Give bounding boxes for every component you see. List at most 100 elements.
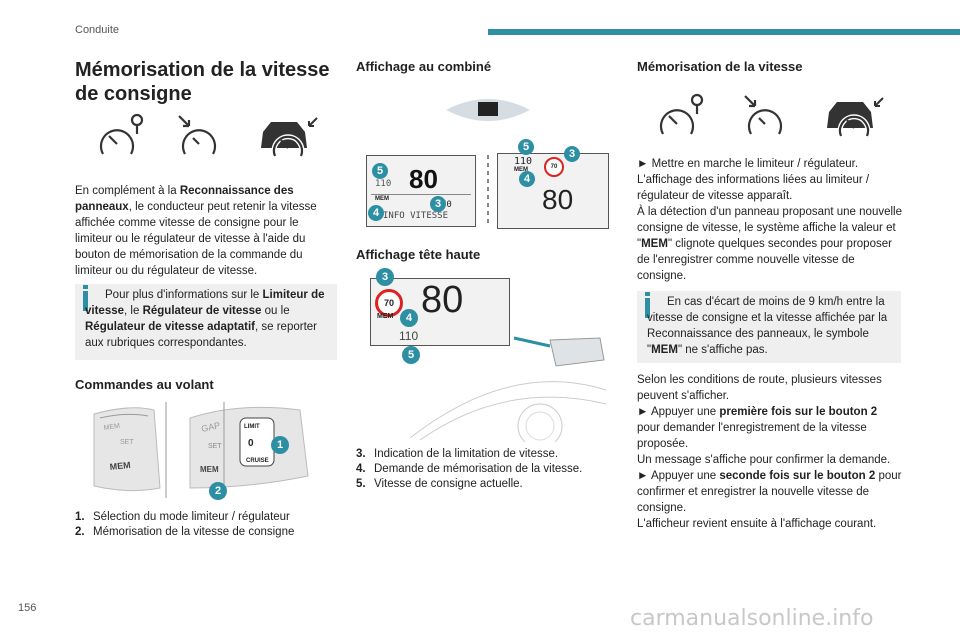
speedometer-tap-icon — [744, 95, 783, 135]
text-run: ► Mettre en marche le limiteur / régulat… — [637, 158, 859, 170]
info-text: Pour plus d'informations sur le Limiteur… — [85, 287, 331, 351]
hud-limit-sign: 70 — [375, 289, 403, 317]
info-icon-dot — [83, 285, 88, 289]
legend-num: 1. — [75, 511, 85, 523]
text-run: ou le — [261, 305, 290, 317]
text-run: En complément à la — [75, 185, 180, 197]
badge-4a: 4 — [368, 205, 384, 221]
legend-item-3: 3. Indication de la limitation de vitesse… — [356, 446, 558, 462]
cluster-left-small-speed: 110 — [375, 179, 392, 189]
text-run: " clignote quelques secondes pour propos… — [637, 238, 892, 282]
text-run: pour demander l'enregistrement de la vit… — [637, 422, 867, 450]
cluster-right-big-speed: 80 — [542, 184, 574, 215]
bold-text-run: Limiteur de vitesse — [85, 289, 325, 317]
text-run: " ne s'affiche pas. — [677, 344, 768, 356]
stalk-mem-faded: MEM — [103, 423, 120, 432]
stalk-mem-right: MEM — [200, 465, 219, 474]
memorisation-title: Mémorisation de la vitesse — [637, 59, 803, 74]
section-title: Mémorisation de la vitesse de consigne — [75, 59, 330, 105]
legend-text: Vitesse de consigne actuelle. — [374, 478, 523, 490]
legend-num: 5. — [356, 478, 366, 490]
info-text-2: En cas d'écart de moins de 9 km/h entre … — [647, 294, 895, 358]
text-run: ► Appuyer une — [637, 406, 720, 418]
text-run: En cas d'écart de moins de 9 km/h entre … — [647, 296, 888, 356]
cluster-separator — [487, 155, 489, 225]
windshield-illustration — [410, 336, 606, 442]
watermark-text: carmanualsonline.info — [630, 606, 874, 631]
legend-item-4: 4. Demande de mémorisation de la vitesse. — [356, 461, 582, 477]
cluster-divider — [371, 194, 471, 195]
speedometer-pin-icon — [659, 93, 704, 135]
legend-num: 2. — [75, 526, 85, 538]
hud-title: Affichage tête haute — [356, 247, 481, 262]
bold-text-run: MEM — [641, 238, 668, 250]
hud-mem: MEM — [377, 313, 394, 320]
legend-text: Mémorisation de la vitesse de consigne — [93, 526, 295, 538]
header-accent-bar — [488, 29, 960, 35]
bold-text-run: Régulateur de vitesse — [142, 305, 262, 317]
text-run: Selon les conditions de route, plusieurs… — [637, 374, 882, 402]
legend-item-2: 2. Mémorisation de la vitesse de consigne — [75, 524, 294, 540]
text-run: , le — [124, 305, 143, 317]
car-speed-sign-icon — [827, 97, 884, 137]
car-speed-sign-icon — [261, 117, 318, 157]
text-run: Pour plus d'informations sur le — [105, 289, 263, 301]
text-run: L'afficheur revient ensuite à l'affichag… — [637, 518, 877, 530]
info-icon-dot — [645, 292, 650, 296]
badge-3c: 3 — [376, 268, 394, 286]
text-run: ► Appuyer une — [637, 470, 720, 482]
text-run: Un message s'affiche pour confirmer la d… — [637, 454, 891, 466]
badge-1: 1 — [271, 436, 289, 454]
cluster-right-top-speed: 110 — [514, 156, 533, 167]
legend-num: 3. — [356, 448, 366, 460]
commands-title: Commandes au volant — [75, 377, 214, 392]
cluster-left-info: INFO VITESSE — [383, 211, 449, 221]
badge-4b: 4 — [519, 171, 535, 187]
text-run: , se reporter aux rubriques correspondan… — [85, 321, 317, 349]
stalk-gap-label: GAP — [200, 420, 221, 434]
dashboard-icon — [446, 99, 530, 121]
legend-item-5: 5. Vitesse de consigne actuelle. — [356, 476, 523, 492]
legend-text: Demande de mémorisation de la vitesse. — [374, 463, 583, 475]
legend-num: 4. — [356, 463, 366, 475]
bold-text-run: MEM — [651, 344, 678, 356]
bold-text-run: première fois sur le bouton 2 — [719, 406, 878, 418]
steering-stalk-illustration: MEM SET MEM GAP SET MEM LIMIT 0 CRUISE — [93, 402, 309, 498]
stalk-limit-label: LIMIT — [244, 424, 260, 430]
stalk-set-faded: SET — [120, 439, 134, 446]
cluster-right-limit-sign: 70 — [544, 157, 564, 177]
info-box-2: En cas d'écart de moins de 9 km/h entre … — [637, 291, 901, 363]
badge-4c: 4 — [400, 309, 418, 327]
badge-2: 2 — [209, 482, 227, 500]
legend-text: Indication de la limitation de vitesse. — [374, 448, 559, 460]
cluster-title: Affichage au combiné — [356, 59, 492, 74]
memorisation-paragraph-2: Selon les conditions de route, plusieurs… — [637, 372, 903, 532]
badge-3b: 3 — [564, 146, 580, 162]
legend-text: Sélection du mode limiteur / régulateur — [93, 511, 290, 523]
bold-text-run: Reconnaissance des panneaux — [75, 185, 294, 213]
cluster-right-mem: MEM — [514, 167, 528, 173]
cluster-screen-right: 110 MEM 70 80 — [497, 153, 609, 229]
stalk-zero-label: 0 — [248, 438, 254, 449]
badge-3a: 3 — [430, 196, 446, 212]
info-icon — [83, 291, 88, 311]
speedometer-tap-icon — [178, 115, 217, 155]
function-icons-row — [99, 113, 318, 157]
text-run: L'affichage des informations liées au li… — [637, 174, 870, 202]
stalk-cruise-label: CRUISE — [246, 458, 269, 464]
intro-paragraph: En complément à la Reconnaissance des pa… — [75, 183, 337, 279]
memorisation-icons-row — [659, 93, 884, 137]
stalk-mem-label: MEM — [109, 460, 131, 472]
memorisation-paragraph-1: ► Mettre en marche le limiteur / régulat… — [637, 156, 903, 284]
info-icon — [645, 298, 650, 318]
bold-text-run: Régulateur de vitesse adaptatif — [85, 321, 255, 333]
text-run: À la détection d'un panneau proposant un… — [637, 206, 902, 250]
bold-text-run: seconde fois sur le bouton 2 — [719, 470, 876, 482]
speedometer-pin-icon — [99, 113, 144, 155]
badge-5b: 5 — [518, 139, 534, 155]
info-box: Pour plus d'informations sur le Limiteur… — [75, 284, 337, 360]
badge-5a: 5 — [372, 163, 388, 179]
text-run: , le conducteur peut retenir la vitesse … — [75, 201, 317, 277]
text-run: pour confirmer et enregistrer la nouvell… — [637, 470, 902, 514]
hud-screen: 70 80 MEM 110 — [370, 278, 510, 346]
